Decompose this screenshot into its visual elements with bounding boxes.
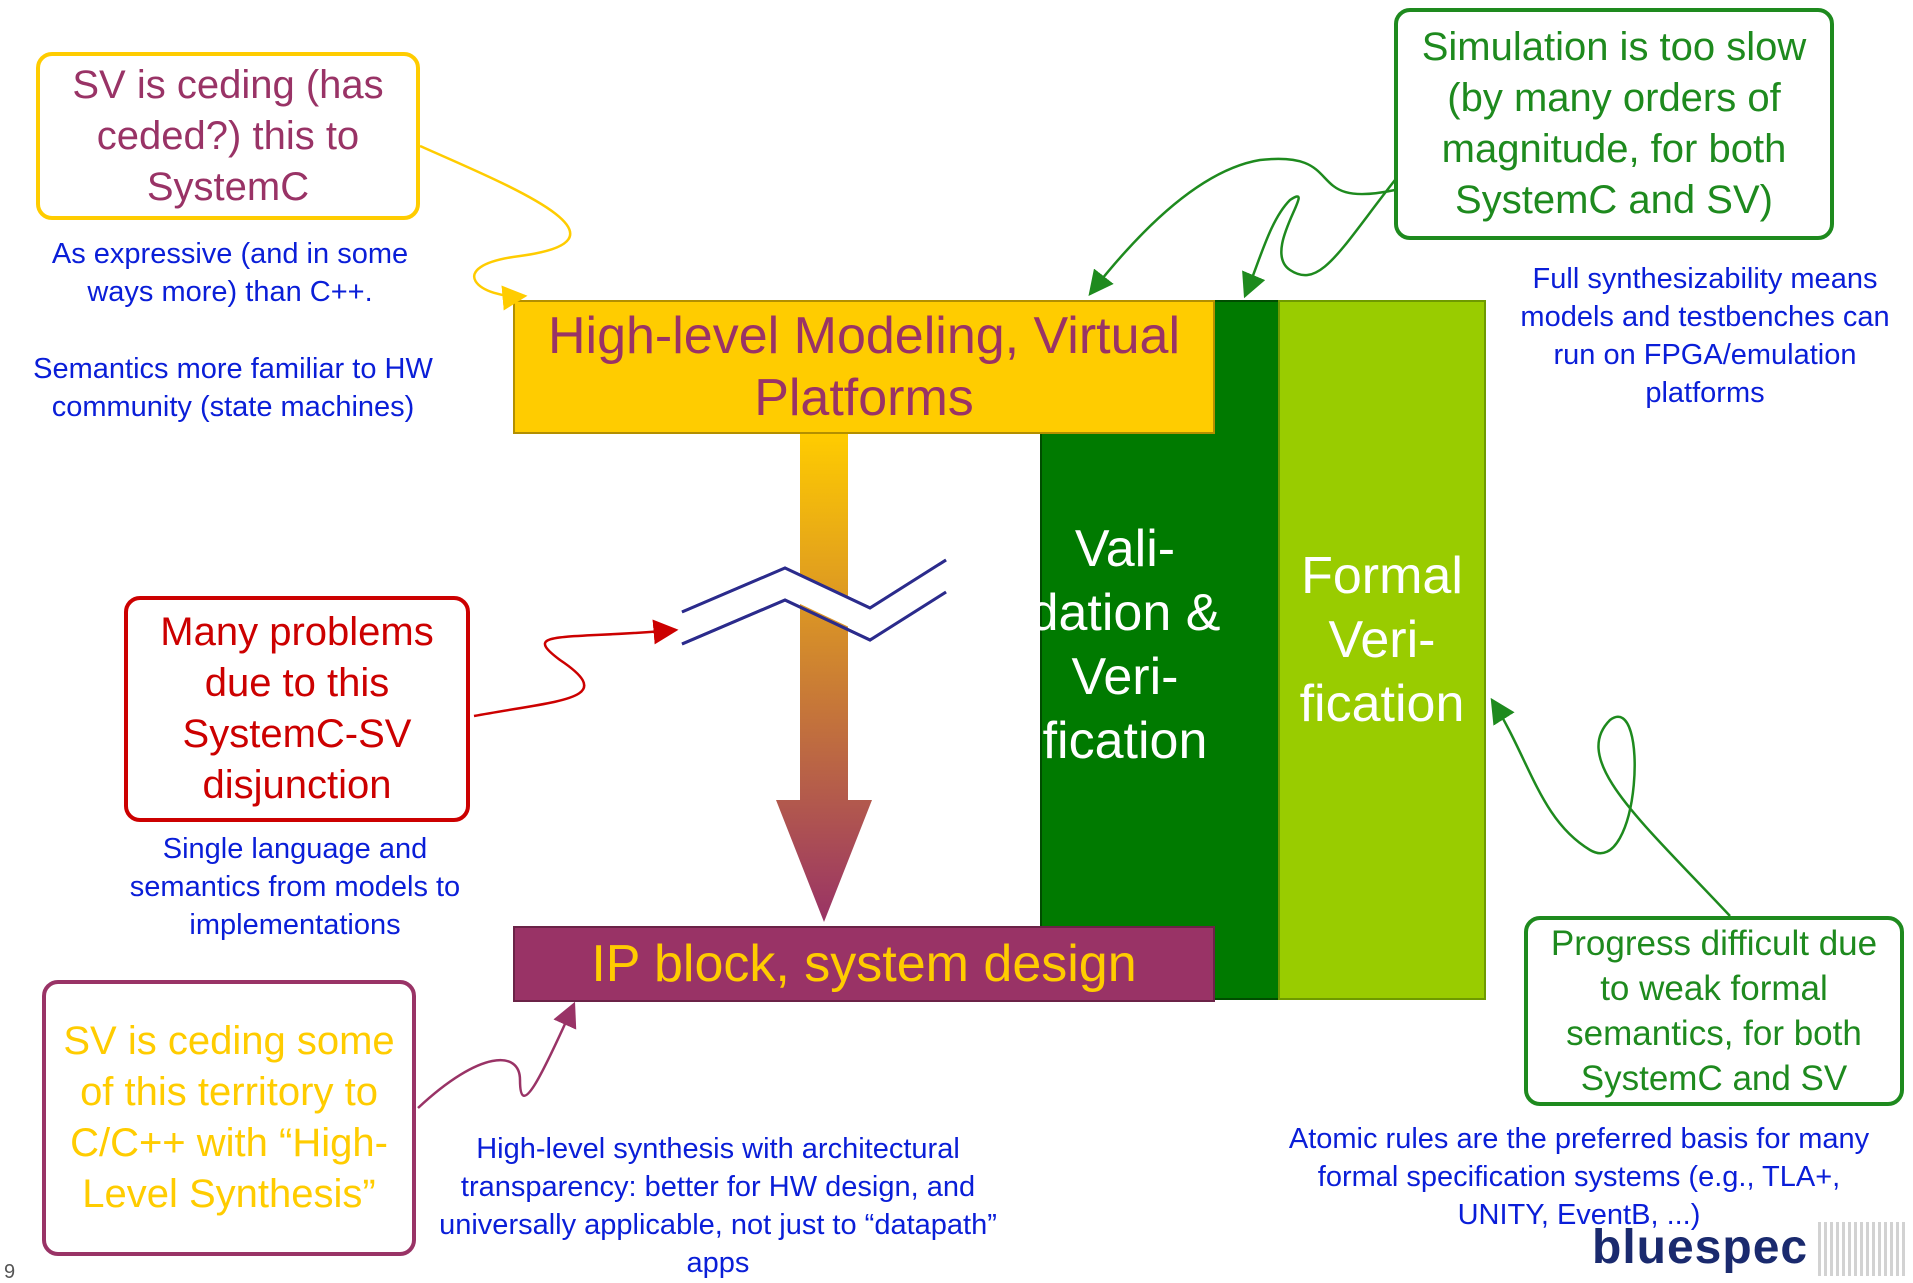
connector-hls <box>417 1001 577 1109</box>
formal-verification-band: Formal Veri- fication <box>1278 300 1486 1000</box>
note-expressive: As expressive (and in some ways more) th… <box>51 238 409 308</box>
callout-sv-ceding-hls: SV is ceding some of this territory to C… <box>42 980 416 1256</box>
callout-many-problems: Many problems due to this SystemC-SV dis… <box>124 596 470 822</box>
note-full-synthesizability: Full synthesizability means models and t… <box>1520 263 1890 409</box>
ip-block-label: IP block, system design <box>591 935 1137 993</box>
note-semantics-familiar: Semantics more familiar to HW community … <box>33 353 433 423</box>
high-level-modeling-label: High-level Modeling, Virtual Platforms <box>547 307 1181 427</box>
connector-many-problems <box>473 619 679 718</box>
callout-progress-difficult: Progress difficult due to weak formal se… <box>1524 916 1904 1106</box>
callout-many-problems-text: Many problems due to this SystemC-SV dis… <box>160 610 434 807</box>
page-number: 9 <box>4 1261 16 1283</box>
connector-simulation-2 <box>1242 179 1396 299</box>
break-gap <box>677 564 953 639</box>
high-level-modeling-block: High-level Modeling, Virtual Platforms <box>513 300 1215 434</box>
callout-simulation-slow: Simulation is too slow (by many orders o… <box>1394 8 1834 240</box>
connector-sv-systemc <box>419 144 572 311</box>
note-hls-transparency: High-level synthesis with architectural … <box>439 1133 997 1279</box>
note-single-language: Single language and semantics from model… <box>129 833 461 941</box>
logo-text: bluespec <box>1592 1221 1809 1274</box>
validation-verification-label: Vali- dation & Veri- fication <box>1029 520 1221 770</box>
note-atomic-rules: Atomic rules are the preferred basis for… <box>1288 1123 1870 1231</box>
callout-sv-ceding-systemc: SV is ceding (has ceded?) this to System… <box>36 52 420 220</box>
logo-pattern <box>1818 1222 1908 1276</box>
callout-sv-ceding-hls-text: SV is ceding some of this territory to C… <box>63 1019 395 1216</box>
ip-block-system-design: IP block, system design <box>513 926 1215 1002</box>
formal-verification-label: Formal Veri- fication <box>1299 547 1465 733</box>
callout-sv-ceding-systemc-text: SV is ceding (has ceded?) this to System… <box>72 62 384 209</box>
callout-simulation-slow-text: Simulation is too slow (by many orders o… <box>1421 25 1807 222</box>
connector-progress <box>1490 697 1731 917</box>
down-arrow <box>776 434 872 922</box>
bluespec-logo: bluespec <box>1592 1221 1908 1276</box>
connector-simulation-1 <box>1088 157 1396 296</box>
callout-progress-difficult-text: Progress difficult due to weak formal se… <box>1550 924 1878 1098</box>
